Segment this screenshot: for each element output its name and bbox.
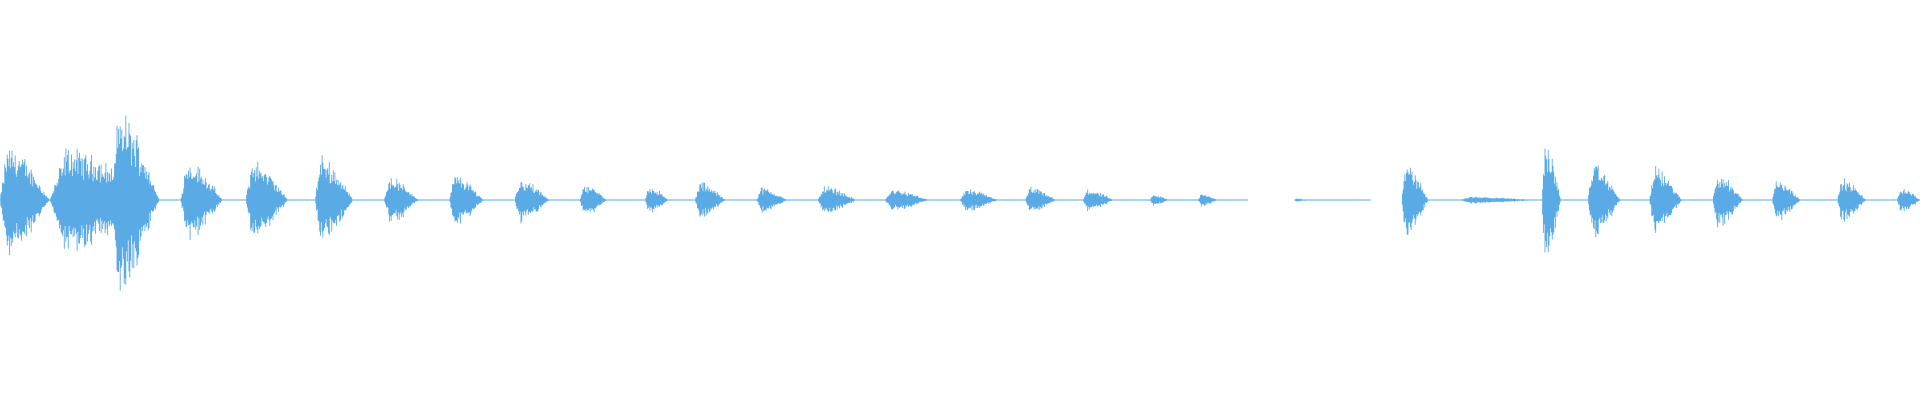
waveform-segment [1649,166,1682,233]
waveform-segment [514,181,550,224]
waveform-segment [180,166,223,240]
waveform-segment [580,186,607,213]
waveform-segment [1294,198,1308,202]
waveform-segment [111,115,160,291]
waveform-burst [1712,179,1744,228]
waveform-burst [818,186,856,212]
waveform-segment [1588,165,1621,238]
waveform-segment [0,150,51,256]
waveform-burst [960,189,999,211]
waveform-burst [1897,189,1920,212]
waveform-segment [1401,167,1429,235]
waveform-segment [1542,148,1561,253]
waveform-burst [384,178,419,222]
waveform-burst [449,177,485,224]
waveform-segment [695,182,726,217]
waveform-segment [246,161,288,234]
waveform-burst [1401,167,1429,235]
waveform-segment [960,189,999,211]
waveform-burst [1198,194,1217,207]
waveform-burst [1588,165,1621,238]
waveform-segment [384,178,419,222]
waveform-burst [1837,178,1866,222]
waveform-segment [1712,179,1744,228]
waveform-segment [645,188,668,213]
waveform-burst [111,115,160,291]
waveform-burst [1083,189,1114,212]
waveform-burst [1649,166,1682,233]
waveform-burst [1459,196,1535,204]
waveform-burst [1150,195,1169,206]
waveform-segment [1150,195,1169,206]
waveform-segment [1025,186,1057,211]
waveform-burst [514,181,550,224]
waveform-segment [449,177,485,224]
waveform-burst [1025,186,1057,211]
waveform-segment [818,186,856,212]
waveform-burst [695,182,726,217]
waveform-segment [1459,196,1535,204]
waveform-burst [756,187,788,213]
waveform-segment [315,155,353,238]
waveform-burst [1542,148,1561,253]
waveform-burst [1294,198,1308,202]
waveform-burst [580,186,607,213]
waveform-burst [885,190,929,210]
waveform-segment [1772,181,1801,221]
waveform-segment [1198,194,1217,207]
waveform-burst [246,161,288,234]
waveform-burst [645,188,668,213]
waveform-burst [1772,181,1801,221]
waveform-burst [315,155,353,238]
waveform-burst [180,166,223,240]
waveform-segment [1083,189,1114,212]
waveform-segment [1837,178,1866,222]
waveform-segment [885,190,929,210]
waveform-burst [0,150,51,256]
waveform-segment [1897,189,1920,212]
waveform-segment [756,187,788,213]
